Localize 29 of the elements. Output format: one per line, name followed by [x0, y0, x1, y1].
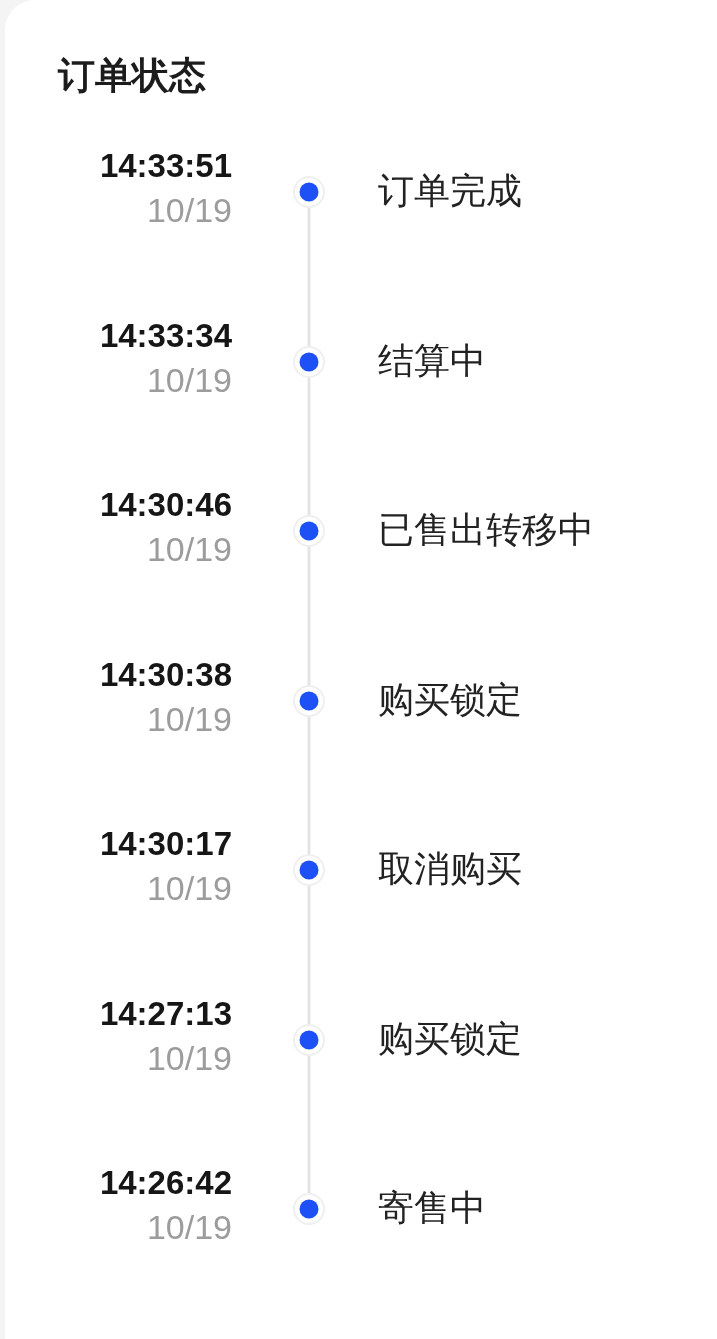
timeline-dot-icon	[293, 1193, 325, 1225]
status-label: 取消购买	[378, 848, 522, 890]
status-label: 结算中	[378, 340, 486, 382]
date-label: 10/19	[146, 870, 232, 906]
status-label: 订单完成	[378, 170, 522, 212]
date-label: 10/19	[146, 701, 232, 737]
status-label: 寄售中	[378, 1187, 486, 1229]
time-label: 14:30:46	[99, 487, 232, 523]
timeline-dot-icon	[293, 1024, 325, 1056]
timeline-dot-icon	[293, 176, 325, 208]
timeline-dot-icon	[293, 515, 325, 547]
date-label: 10/19	[146, 1209, 232, 1245]
timeline-dot-icon	[293, 854, 325, 886]
status-label: 已售出转移中	[378, 509, 594, 551]
time-label: 14:26:42	[99, 1165, 232, 1201]
title: 订单状态	[58, 54, 206, 98]
time-label: 14:33:51	[99, 148, 232, 184]
date-label: 10/19	[146, 531, 232, 567]
time-label: 14:27:13	[99, 996, 232, 1032]
date-label: 10/19	[146, 1040, 232, 1076]
time-label: 14:33:34	[99, 318, 232, 354]
status-label: 购买锁定	[378, 1018, 522, 1060]
status-label: 购买锁定	[378, 679, 522, 721]
date-label: 10/19	[146, 192, 232, 228]
time-label: 14:30:38	[99, 657, 232, 693]
time-label: 14:30:17	[99, 826, 232, 862]
timeline-dot-icon	[293, 346, 325, 378]
date-label: 10/19	[146, 362, 232, 398]
timeline-dot-icon	[293, 685, 325, 717]
